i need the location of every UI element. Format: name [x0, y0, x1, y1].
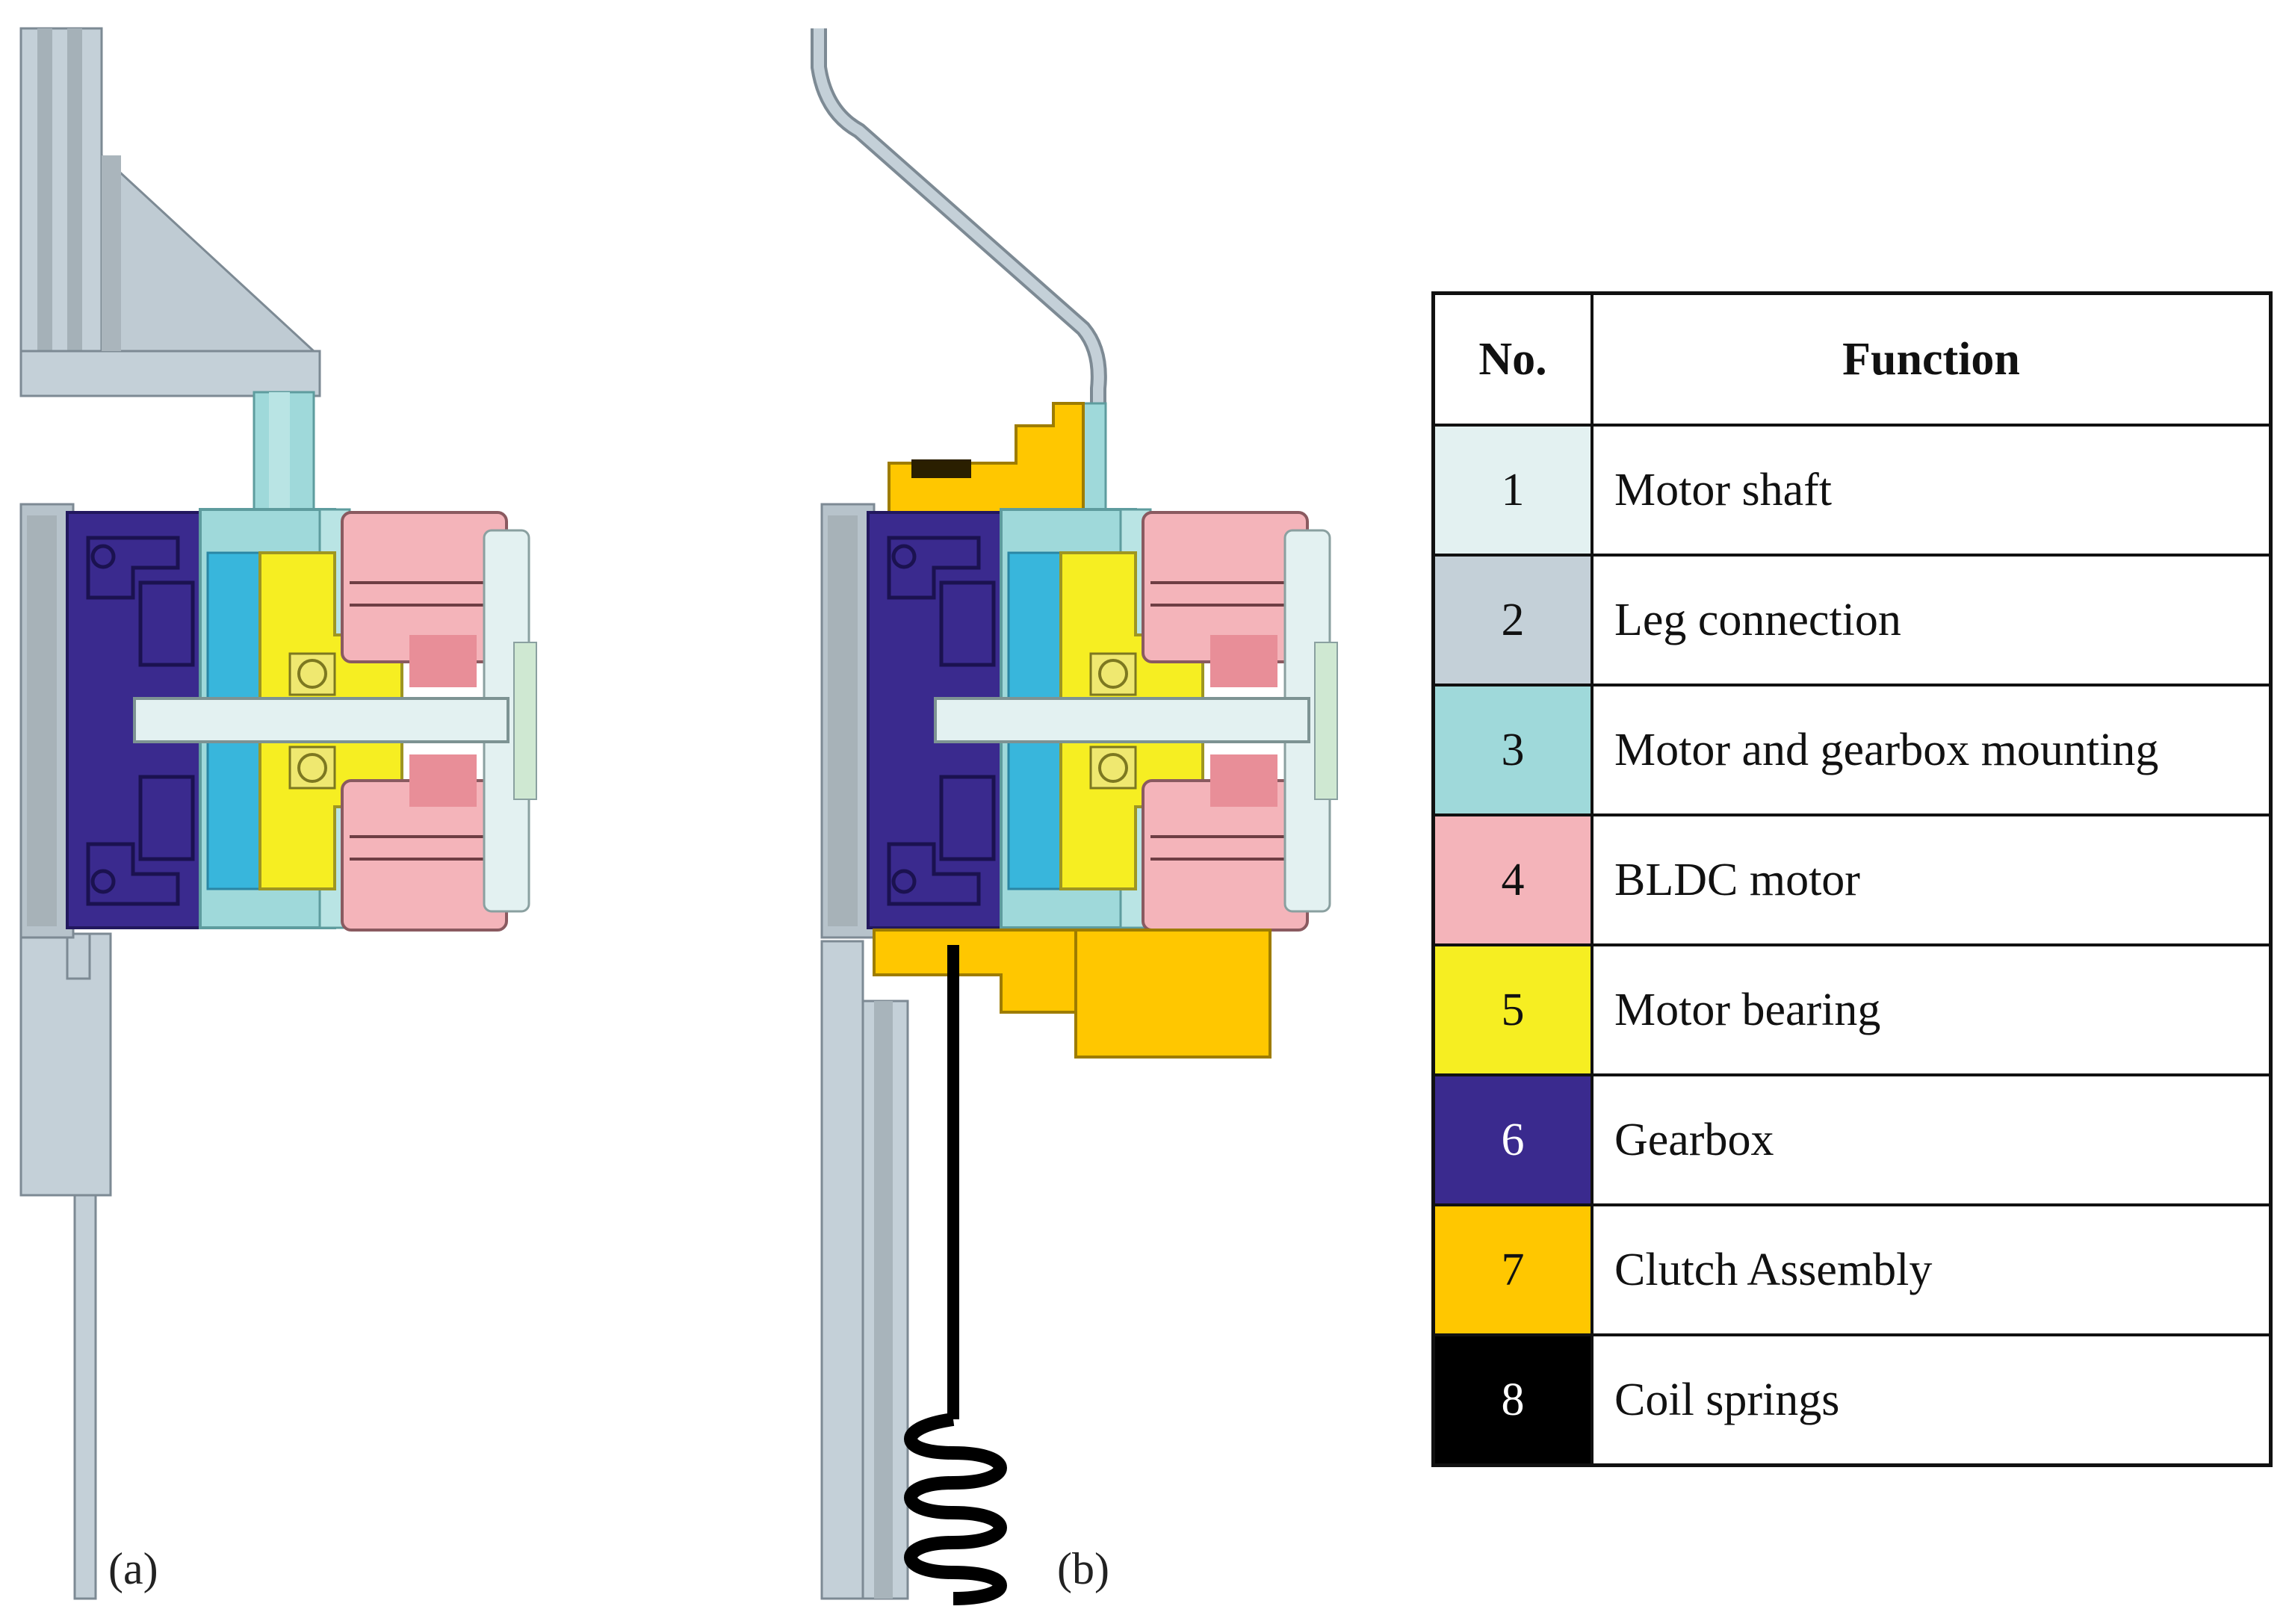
row-function: Motor and gearbox mounting [1591, 684, 2273, 816]
row-number: 3 [1431, 684, 1593, 816]
row-number: 4 [1431, 813, 1593, 946]
table-row: 8 Coil springs [1431, 1333, 2273, 1467]
row-function: Leg connection [1591, 554, 2273, 687]
row-function: Motor bearing [1591, 943, 2273, 1076]
table-row: 2 Leg connection [1431, 554, 2273, 687]
panel-b-label: (b) [1057, 1544, 1109, 1593]
row-function: Motor shaft [1591, 424, 2273, 557]
row-function: Coil springs [1591, 1333, 2273, 1467]
row-number: 7 [1431, 1203, 1593, 1336]
header-function: Function [1591, 291, 2273, 427]
row-number: 6 [1431, 1073, 1593, 1206]
row-number: 8 [1431, 1333, 1593, 1467]
table-row: 5 Motor bearing [1431, 943, 2273, 1076]
table-row: 7 Clutch Assembly [1431, 1203, 2273, 1336]
panel-b-drawing [811, 28, 1337, 1605]
table-row: 4 BLDC motor [1431, 813, 2273, 946]
panel-a-label: (a) [108, 1544, 158, 1593]
table-row: 3 Motor and gearbox mounting [1431, 684, 2273, 816]
header-no: No. [1431, 291, 1593, 427]
row-function: Gearbox [1591, 1073, 2273, 1206]
legend-header-row: No. Function [1431, 291, 2273, 427]
row-number: 1 [1431, 424, 1593, 557]
table-row: 6 Gearbox [1431, 1073, 2273, 1206]
panel-a-drawing [21, 27, 536, 1600]
row-function: BLDC motor [1591, 813, 2273, 946]
row-function: Clutch Assembly [1591, 1203, 2273, 1336]
legend-table: No. Function 1 Motor shaft 2 Leg connect… [1431, 291, 2273, 1467]
row-number: 2 [1431, 554, 1593, 687]
table-row: 1 Motor shaft [1431, 424, 2273, 557]
row-number: 5 [1431, 943, 1593, 1076]
